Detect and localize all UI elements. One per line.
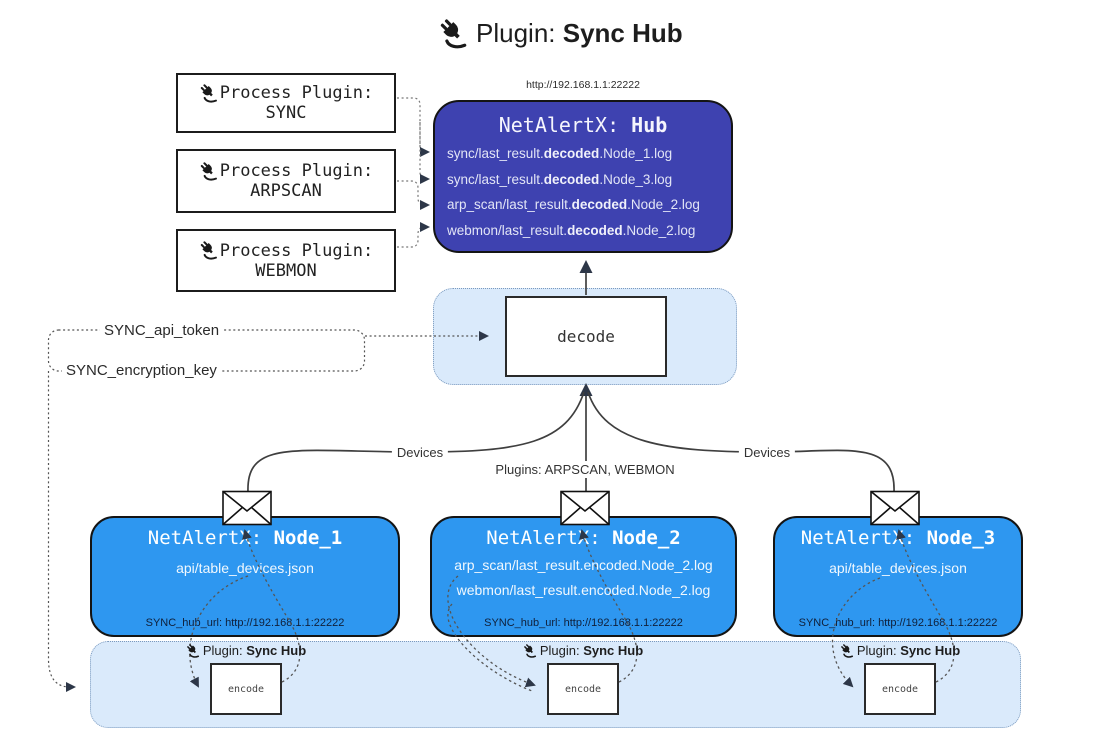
node-hub-url: SYNC_hub_url: http://192.168.1.1:22222 [145, 617, 345, 629]
plug-icon [438, 18, 468, 49]
edge-label-plugins-middle: Plugins: ARPSCAN, WEBMON [490, 461, 680, 478]
title-prefix: Plugin: [476, 18, 556, 48]
node-1-box: NetAlertX: Node_1 api/table_devices.json… [90, 516, 400, 637]
plug-icon [199, 161, 218, 181]
encode-box-node-3: encode [864, 663, 936, 715]
plug-icon [523, 643, 537, 658]
process-plugin-label: Process Plugin: [219, 161, 374, 181]
node-file: arp_scan/last_result.encoded.Node_2.log [454, 557, 713, 573]
encode-box-node-2: encode [547, 663, 619, 715]
hub-log-line: sync/last_result.decoded.Node_1.log [447, 146, 673, 161]
process-plugin-webmon-box: Process Plugin: WEBMON [176, 229, 396, 292]
process-plugin-name: SYNC [265, 103, 307, 123]
node-title: NetAlertX: Node_2 [486, 527, 681, 549]
node-title: NetAlertX: Node_3 [800, 527, 996, 549]
hub-url-label: http://192.168.1.1:22222 [526, 79, 640, 91]
decode-box: decode [505, 296, 667, 377]
process-plugin-sync-box: Process Plugin: SYNC [176, 73, 396, 133]
process-plugin-label: Process Plugin: [219, 83, 374, 103]
node-file: api/table_devices.json [829, 560, 967, 576]
process-plugin-label: Process Plugin: [219, 240, 374, 261]
process-plugin-name: WEBMON [255, 260, 317, 281]
node-3-box: NetAlertX: Node_3 api/table_devices.json… [773, 516, 1023, 637]
hub-box: NetAlertX: Hub sync/last_result.decoded.… [433, 100, 733, 253]
node-2-box: NetAlertX: Node_2 arp_scan/last_result.e… [430, 516, 737, 637]
encode-box-node-1: encode [210, 663, 282, 715]
plug-icon [199, 241, 218, 260]
plug-icon [840, 643, 854, 658]
page-title: Plugin: Sync Hub [438, 18, 683, 49]
bar-plugin-label: Plugin: Sync Hub [840, 643, 960, 658]
bar-plugin-label: Plugin: Sync Hub [186, 643, 306, 658]
node-hub-url: SYNC_hub_url: http://192.168.1.1:22222 [484, 617, 683, 629]
hub-title-bold: Hub [631, 113, 668, 137]
hub-title: NetAlertX: Hub [435, 113, 731, 137]
process-plugin-name: ARPSCAN [250, 181, 322, 201]
hub-log-line: sync/last_result.decoded.Node_3.log [447, 171, 673, 187]
hub-log-line: webmon/last_result.decoded.Node_2.log [447, 222, 696, 238]
bar-plugin-label: Plugin: Sync Hub [523, 643, 643, 658]
process-to-hub-connectors [397, 97, 430, 248]
node-title: NetAlertX: Node_1 [147, 527, 343, 549]
sync-api-token-label: SYNC_api_token [100, 322, 224, 339]
sync-encryption-key-label: SYNC_encryption_key [62, 362, 221, 379]
plug-icon [186, 643, 200, 658]
hub-log-line: arp_scan/last_result.decoded.Node_2.log [447, 197, 700, 212]
page-title-text: Plugin: Sync Hub [476, 18, 683, 49]
edge-label-devices-left: Devices [391, 444, 449, 461]
title-bold: Sync Hub [562, 18, 683, 48]
process-plugin-arpscan-box: Process Plugin: ARPSCAN [176, 149, 396, 213]
node-file: api/table_devices.json [176, 560, 314, 576]
edge-label-devices-right: Devices [738, 444, 796, 461]
node-hub-url: SYNC_hub_url: http://192.168.1.1:22222 [798, 617, 998, 629]
plug-icon [199, 83, 218, 103]
hub-title-prefix: NetAlertX: [498, 113, 620, 137]
node-file: webmon/last_result.encoded.Node_2.log [456, 582, 711, 598]
